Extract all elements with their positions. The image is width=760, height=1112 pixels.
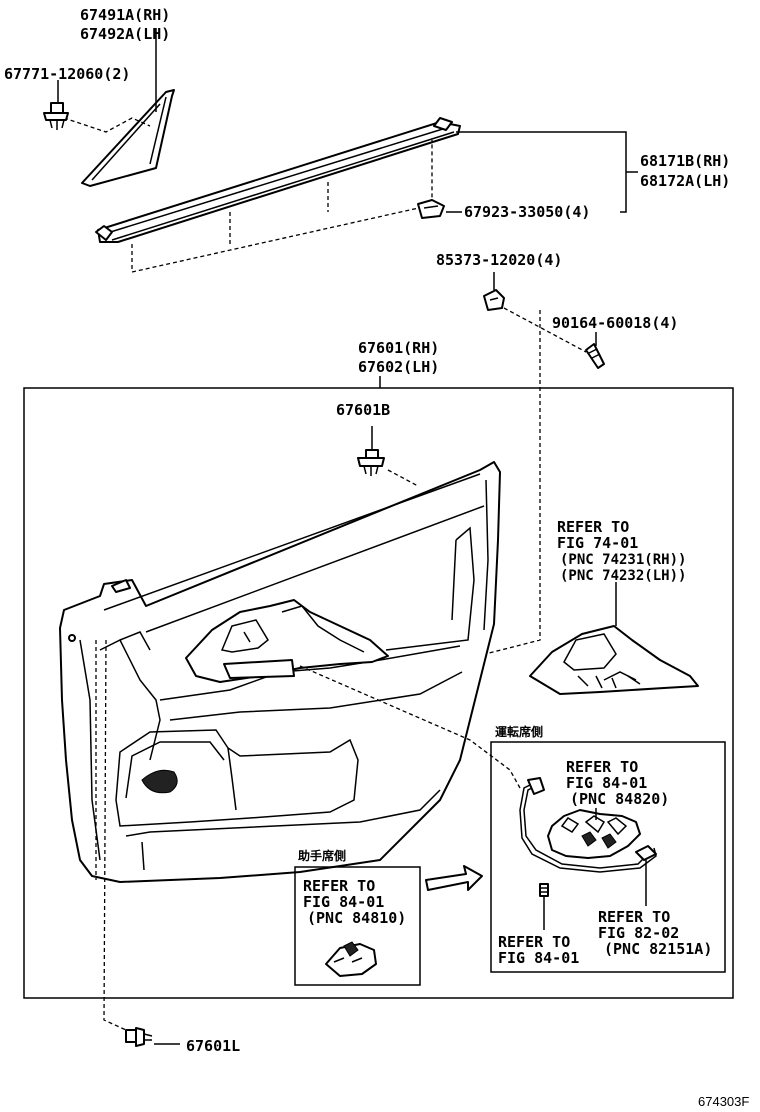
door-trim-panel-part [59,461,501,883]
switch-base-ref-line3: (PNC 74231(RH)) [560,552,686,568]
screw-90164-icon [585,343,605,369]
driver-ref-b-line3: (PNC 82151A) [604,940,712,958]
passenger-ref-line1: REFER TO [303,877,375,895]
switch-base-part [529,625,699,695]
driver-ref-a-line3: (PNC 84820) [570,790,669,808]
wire-harness-part [519,777,657,873]
driver-ref-a-line1: REFER TO [566,758,638,776]
clip-67923-icon [417,199,445,219]
passenger-ref-line3: (PNC 84810) [307,909,406,927]
switch-base-ref-line1: REFER TO [557,518,629,536]
clip-67771-icon [43,102,69,130]
label-moulding-rh: 67491A(RH) [80,6,170,24]
label-clip-85373: 85373-12020(4) [436,251,562,269]
passenger-window-switch-part [325,941,377,977]
label-clip-67923: 67923-33050(4) [464,203,590,221]
driver-ref-a-line2: FIG 84-01 [566,774,647,792]
label-weatherstrip-rh: 68171B(RH) [640,152,730,170]
arrow-icon [425,865,483,891]
passenger-side-box [294,866,421,986]
driver-side-title: 運転席側 [495,724,543,739]
driver-side-box [490,741,726,973]
passenger-ref-line2: FIG 84-01 [303,893,384,911]
label-screw-90164: 90164-60018(4) [552,314,678,332]
label-clip-67601b: 67601B [336,401,390,419]
door-trim-frame [23,387,734,999]
clip-85373-icon [483,289,505,311]
driver-ref-c-line1: REFER TO [498,933,570,951]
driver-ref-c-line2: FIG 84-01 [498,949,579,967]
driver-ref-b-line1: REFER TO [598,908,670,926]
label-trim-rh: 67601(RH) [358,339,439,357]
figure-id: 674303F [698,1094,749,1109]
label-trim-lh: 67602(LH) [358,358,439,376]
label-moulding-lh: 67492A(LH) [80,25,170,43]
clip-67601b-icon [357,449,385,476]
switch-base-ref-line4: (PNC 74232(LH)) [560,568,686,584]
label-weatherstrip-lh: 68172A(LH) [640,172,730,190]
door-moulding-part [81,89,175,187]
driver-ref-b-line2: FIG 82-02 [598,924,679,942]
power-window-switch-part [547,809,641,859]
passenger-side-title: 助手席側 [298,848,346,863]
screw-switch-icon [539,883,549,897]
label-clip-67771: 67771-12060(2) [4,65,130,83]
clip-67601l-icon [125,1027,153,1047]
label-clip-67601l: 67601L [186,1037,240,1055]
weatherstrip-part [95,117,461,243]
switch-base-ref-line2: FIG 74-01 [557,534,638,552]
